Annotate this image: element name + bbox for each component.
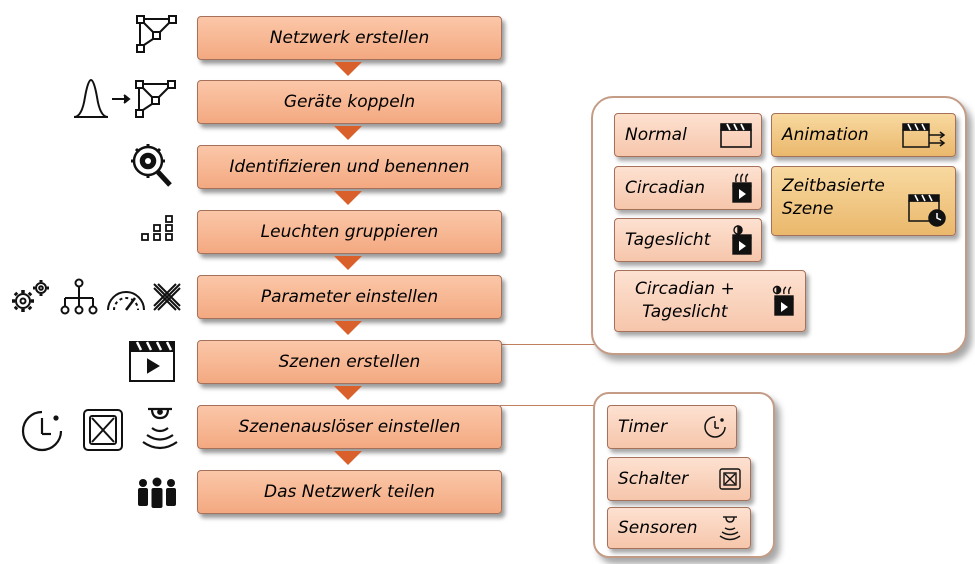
clock-icon xyxy=(18,408,66,454)
connector-triggers xyxy=(500,405,605,406)
flow-arrow xyxy=(334,256,362,270)
scene-zeitbasierte-label: Zeitbasierte Szene xyxy=(782,176,885,219)
scene-circadian-tageslicht-label: Circadian + Tageslicht xyxy=(635,279,735,322)
daylight-scene-icon xyxy=(732,225,752,255)
flow-arrow xyxy=(334,386,362,400)
scene-circadian-label: Circadian xyxy=(625,177,706,198)
step-szenenausloeser-einstellen[interactable]: Szenenauslöser einstellen xyxy=(197,405,502,449)
people-icon xyxy=(133,477,181,508)
scene-clapper-icon xyxy=(127,339,177,383)
network-icon xyxy=(135,14,179,54)
scene-circadian-tageslicht[interactable]: Circadian + Tageslicht xyxy=(614,270,806,332)
flow-arrow xyxy=(334,321,362,335)
trigger-sensoren[interactable]: Sensoren xyxy=(607,507,751,549)
pair-device-icon xyxy=(70,77,180,121)
gauge-icon xyxy=(105,284,147,312)
sensor-icon xyxy=(140,406,180,452)
switch-icon xyxy=(82,408,124,452)
identify-icon xyxy=(130,143,174,189)
scene-circadian[interactable]: Circadian xyxy=(614,166,762,210)
trigger-schalter[interactable]: Schalter xyxy=(607,457,751,501)
timer-icon xyxy=(704,416,726,438)
flow-arrow xyxy=(334,126,362,140)
step-netzwerk-erstellen[interactable]: Netzwerk erstellen xyxy=(197,16,502,60)
trigger-sensoren-label: Sensoren xyxy=(618,517,698,538)
trigger-timer-label: Timer xyxy=(618,416,668,437)
animation-icon xyxy=(902,123,946,148)
settings-icon xyxy=(10,278,52,314)
step-geraete-koppeln[interactable]: Geräte koppeln xyxy=(197,80,502,124)
tools-icon xyxy=(150,280,184,314)
flow-arrow xyxy=(334,191,362,205)
scene-tageslicht-label: Tageslicht xyxy=(625,229,711,250)
trigger-timer[interactable]: Timer xyxy=(607,405,737,449)
trigger-schalter-label: Schalter xyxy=(618,468,689,489)
circadian-scene-icon xyxy=(732,173,752,203)
step-szenen-erstellen[interactable]: Szenen erstellen xyxy=(197,340,502,384)
step-parameter-einstellen[interactable]: Parameter einstellen xyxy=(197,275,502,319)
flow-arrow xyxy=(334,62,362,76)
circadian-daylight-scene-icon xyxy=(772,285,794,316)
scene-tageslicht[interactable]: Tageslicht xyxy=(614,218,762,262)
connector-scenes xyxy=(500,344,610,345)
scene-normal-label: Normal xyxy=(625,124,687,145)
step-leuchten-gruppieren[interactable]: Leuchten gruppieren xyxy=(197,210,502,254)
scene-animation[interactable]: Animation xyxy=(771,113,956,157)
hierarchy-icon xyxy=(60,278,98,316)
switch-small-icon xyxy=(719,468,741,490)
flow-arrow xyxy=(334,451,362,465)
clapper-icon xyxy=(720,123,752,148)
scene-normal[interactable]: Normal xyxy=(614,113,762,157)
scene-animation-label: Animation xyxy=(782,124,869,145)
step-identifizieren-benennen[interactable]: Identifizieren und benennen xyxy=(197,145,502,189)
scene-zeitbasierte[interactable]: Zeitbasierte Szene xyxy=(771,166,956,236)
step-netzwerk-teilen[interactable]: Das Netzwerk teilen xyxy=(197,470,502,514)
sensor-small-icon xyxy=(719,516,741,541)
time-based-scene-icon xyxy=(908,194,946,227)
group-icon xyxy=(140,214,176,244)
